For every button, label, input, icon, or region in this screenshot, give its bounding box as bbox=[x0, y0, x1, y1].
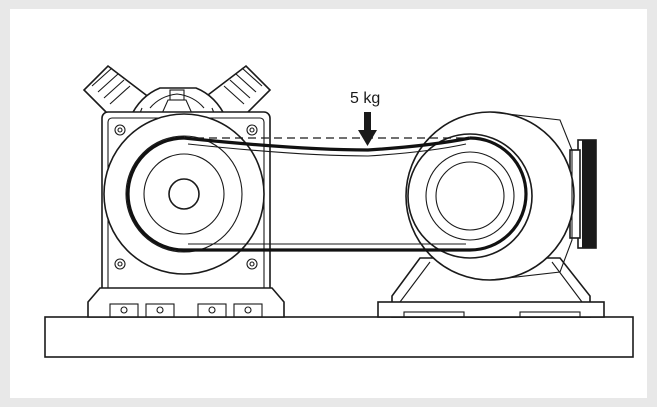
compressor-feet bbox=[87, 287, 285, 318]
base-plate bbox=[44, 316, 634, 358]
load-arrow bbox=[358, 112, 377, 146]
electric-motor bbox=[377, 111, 605, 318]
drive-belt bbox=[126, 136, 528, 252]
motor-pulley bbox=[407, 133, 533, 259]
compressor bbox=[82, 64, 285, 318]
compressor-cylinders bbox=[82, 64, 272, 125]
motor-pedestal bbox=[377, 257, 605, 318]
motor-end-cap bbox=[569, 139, 597, 249]
load-label: 5 kg bbox=[350, 90, 380, 107]
